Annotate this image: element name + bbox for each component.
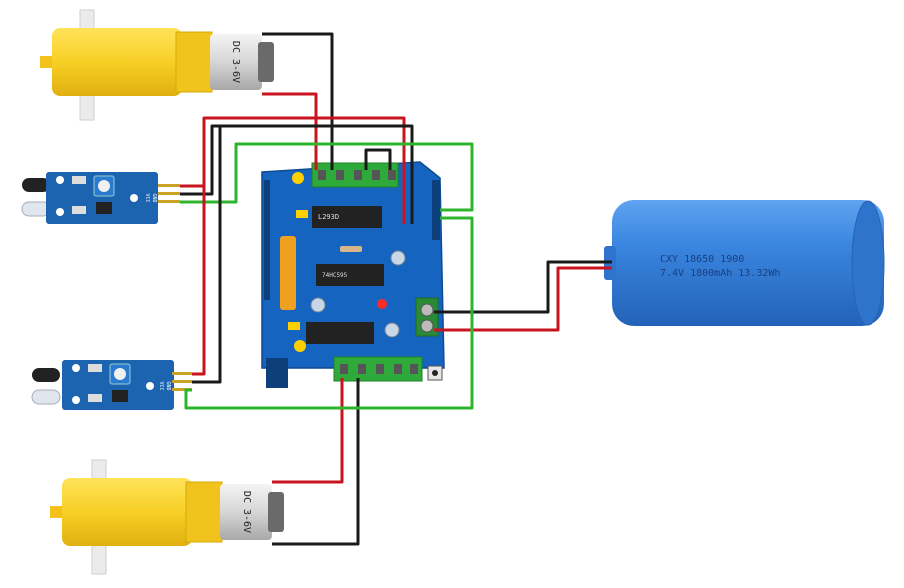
wire-ir-bottom-red	[192, 186, 206, 376]
motor-driver-shield: L293D 74HC595	[261, 161, 445, 388]
wire-battery-black	[434, 260, 612, 314]
chip-upper-label: L293D	[318, 213, 339, 221]
ir-bottom-label-1: VCC	[158, 381, 164, 390]
battery-label-line1: CXY 18650 1900	[660, 254, 744, 265]
battery-label-line2: 7.4V 1800mAh 13.32Wh	[660, 268, 780, 279]
wire-shield-black	[364, 148, 392, 170]
ir-top-label-2: GND	[151, 193, 157, 202]
wires	[180, 32, 612, 546]
wire-ir-top-red	[180, 116, 406, 224]
ir-sensor-bottom: VCC GND	[31, 360, 192, 410]
wire-ir-bottom-black	[192, 126, 222, 384]
motor-bottom-label: DC 3-6V	[241, 491, 252, 533]
chip-l293d-lower	[306, 322, 374, 344]
ir-bottom-label-2: GND	[165, 381, 171, 390]
chip-74hc595	[316, 264, 384, 286]
motor-bottom: DC 3-6V	[50, 459, 284, 575]
motor-top-label: DC 3-6V	[230, 41, 241, 83]
battery-18650: CXY 18650 1900 7.4V 1800mAh 13.32Wh	[604, 200, 885, 326]
ir-top-label-1: VCC	[144, 193, 150, 202]
chip-middle-label: 74HC595	[322, 272, 348, 279]
wire-ir-bottom-green	[184, 216, 474, 410]
wire-motor-bottom-red	[272, 378, 344, 484]
wire-ir-top-black	[180, 124, 414, 224]
wire-motor-top-red	[262, 92, 318, 170]
wire-ir-top-green	[180, 142, 474, 212]
ir-sensor-top: VCC GND	[21, 172, 180, 224]
motor-top: DC 3-6V	[40, 9, 274, 121]
chip-l293d-upper	[312, 206, 382, 228]
wire-battery-red	[434, 266, 612, 332]
power-led	[377, 299, 387, 309]
header-pins-left	[280, 236, 296, 310]
wire-motor-bottom-black	[272, 378, 360, 546]
